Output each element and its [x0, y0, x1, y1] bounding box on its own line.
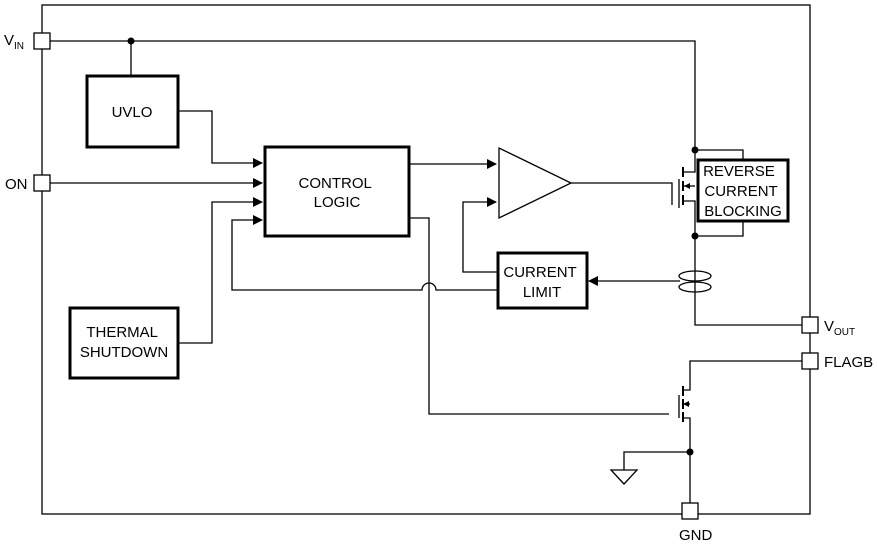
vin-pin-label: VIN — [4, 32, 24, 52]
current-limit-label: CURRENT LIMIT — [503, 264, 580, 301]
flagb-pin-label: FLAGB — [824, 354, 873, 371]
ground-icon — [609, 469, 639, 485]
current-limit-block: CURRENT LIMIT — [496, 251, 589, 310]
nmos-transistor-icon — [678, 386, 689, 422]
uvlo-label: UVLO — [112, 104, 153, 121]
wiring — [50, 40, 802, 503]
reverse-current-blocking-label: REVERSE CURRENT BLOCKING — [703, 163, 782, 220]
reverse-current-blocking-block: REVERSE CURRENT BLOCKING — [696, 158, 790, 223]
flagb-pin — [801, 352, 819, 370]
thermal-shutdown-block: THERMAL SHUTDOWN — [68, 306, 180, 380]
uvlo-block: UVLO — [85, 74, 180, 149]
vout-pin — [801, 316, 819, 334]
gnd-pin — [681, 502, 699, 520]
current-sense-coil-icon — [678, 270, 712, 293]
amplifier-icon — [498, 146, 573, 220]
vin-pin — [33, 32, 51, 50]
control-logic-block: CONTROL LOGIC — [263, 145, 411, 238]
on-pin — [33, 174, 51, 192]
on-pin-label: ON — [5, 176, 28, 193]
vout-pin-label: VOUT — [824, 318, 855, 338]
thermal-shutdown-label: THERMAL SHUTDOWN — [80, 324, 168, 361]
control-logic-label: CONTROL LOGIC — [299, 175, 376, 211]
gnd-pin-label: GND — [679, 527, 713, 544]
device-outline — [41, 4, 811, 515]
pmos-transistor-icon — [678, 167, 690, 208]
junction-dots — [127, 37, 699, 456]
